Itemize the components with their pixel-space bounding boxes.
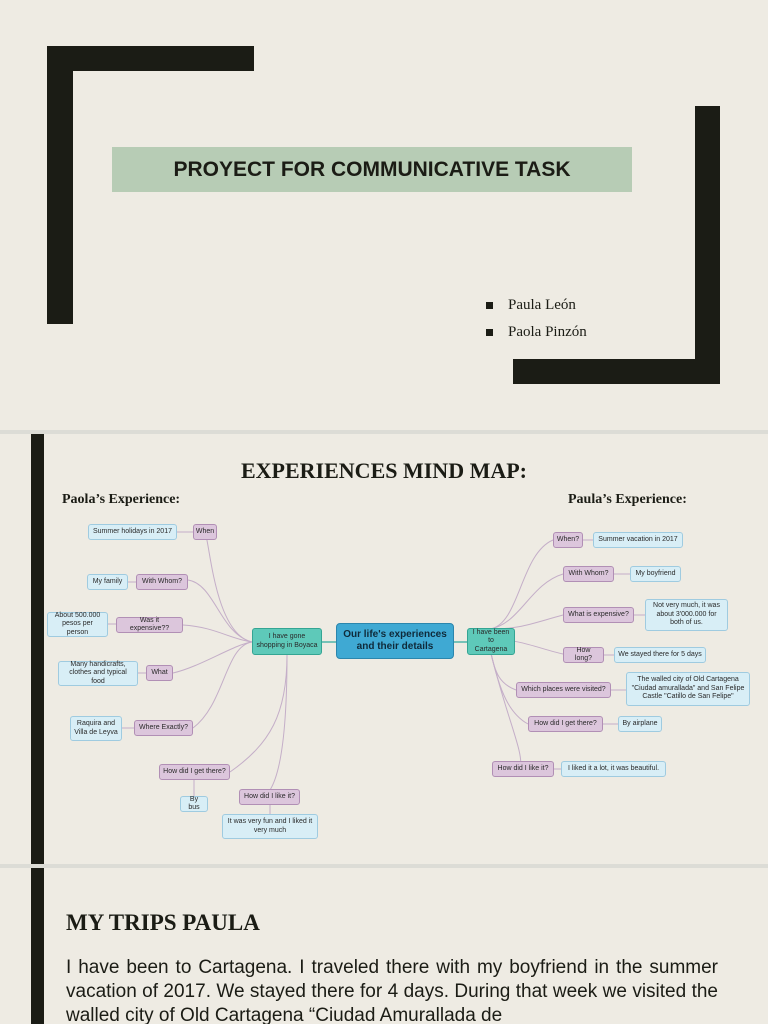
left-accent-bar <box>31 868 44 1024</box>
left-question-how-get: How did I get there? <box>159 764 230 780</box>
right-answer-places: The walled city of Old Cartagena "Ciudad… <box>626 672 750 706</box>
mind-map-title: EXPERIENCES MIND MAP: <box>241 458 527 483</box>
left-answer-how-get: By bus <box>180 796 208 812</box>
left-question-how-like: How did I like it? <box>239 789 300 805</box>
author-name: Paula León <box>508 297 576 313</box>
frame-corner-bottom-right-vertical <box>695 106 720 384</box>
right-answer-with-whom: My boyfriend <box>630 566 681 582</box>
author-list: Paula León Paola Pinzón <box>486 292 587 346</box>
left-question-where: Where Exactly? <box>134 720 193 736</box>
slide-title: PROYECT FOR COMMUNICATIVE TASK <box>173 157 571 181</box>
trip-slide: MY TRIPS PAULA I have been to Cartagena.… <box>0 868 768 1024</box>
branch-node-boyaca: I have gone shopping in Boyaca <box>252 628 322 655</box>
right-question-expensive: What is expensive? <box>563 607 634 623</box>
trip-paragraph: I have been to Cartagena. I traveled the… <box>66 957 718 1024</box>
left-answer-when: Summer holidays in 2017 <box>88 524 177 540</box>
left-accent-bar <box>31 434 44 864</box>
paola-experience-label: Paola’s Experience: <box>62 492 181 507</box>
left-answer-where: Raquira and Villa de Leyva <box>70 716 122 741</box>
author-name: Paola Pinzón <box>508 324 587 340</box>
title-banner: PROYECT FOR COMMUNICATIVE TASK <box>112 147 632 192</box>
left-question-what: What <box>146 665 173 681</box>
left-question-when: When <box>193 524 217 540</box>
right-question-how-like: How did I like it? <box>492 761 554 777</box>
right-answer-how-like: I liked it a lot, it was beautiful. <box>561 761 666 777</box>
right-question-with-whom: With Whom? <box>563 566 614 582</box>
right-question-places: Which places were visited? <box>516 682 611 698</box>
right-answer-when: Summer vacation in 2017 <box>593 532 683 548</box>
left-question-with-whom: With Whom? <box>136 574 188 590</box>
author-item: Paola Pinzón <box>486 319 587 346</box>
left-question-expensive: Was it expensive?? <box>116 617 183 633</box>
title-slide: PROYECT FOR COMMUNICATIVE TASK Paula Leó… <box>0 0 768 430</box>
left-answer-with-whom: My family <box>87 574 128 590</box>
right-answer-expensive: Not very much, it was about 3'000.000 fo… <box>645 599 728 631</box>
paula-experience-label: Paula’s Experience: <box>568 492 687 507</box>
mind-map-center-node: Our life's experiences and their details <box>336 623 454 659</box>
right-question-when: When? <box>553 532 583 548</box>
right-question-how-long: How long? <box>563 647 604 663</box>
author-item: Paula León <box>486 292 587 319</box>
trip-title: MY TRIPS PAULA <box>66 910 260 935</box>
left-answer-expensive: About 500.000 pesos per person <box>47 612 108 637</box>
mind-map-slide: EXPERIENCES MIND MAP: Paola’s Experience… <box>0 434 768 864</box>
left-answer-how-like: It was very fun and I liked it very much <box>222 814 318 839</box>
bullet-square-icon <box>486 329 493 336</box>
frame-corner-top-left-horizontal <box>47 46 254 71</box>
left-answer-what: Many handicrafts, clothes and typical fo… <box>58 661 138 686</box>
frame-corner-bottom-right-horizontal <box>513 359 720 384</box>
right-question-how-get: How did I get there? <box>528 716 603 732</box>
right-answer-how-get: By airplane <box>618 716 662 732</box>
right-answer-how-long: We stayed there for 5 days <box>614 647 706 663</box>
frame-corner-top-left-vertical <box>47 46 73 324</box>
bullet-square-icon <box>486 302 493 309</box>
branch-node-cartagena: I have been to Cartagena <box>467 628 515 655</box>
